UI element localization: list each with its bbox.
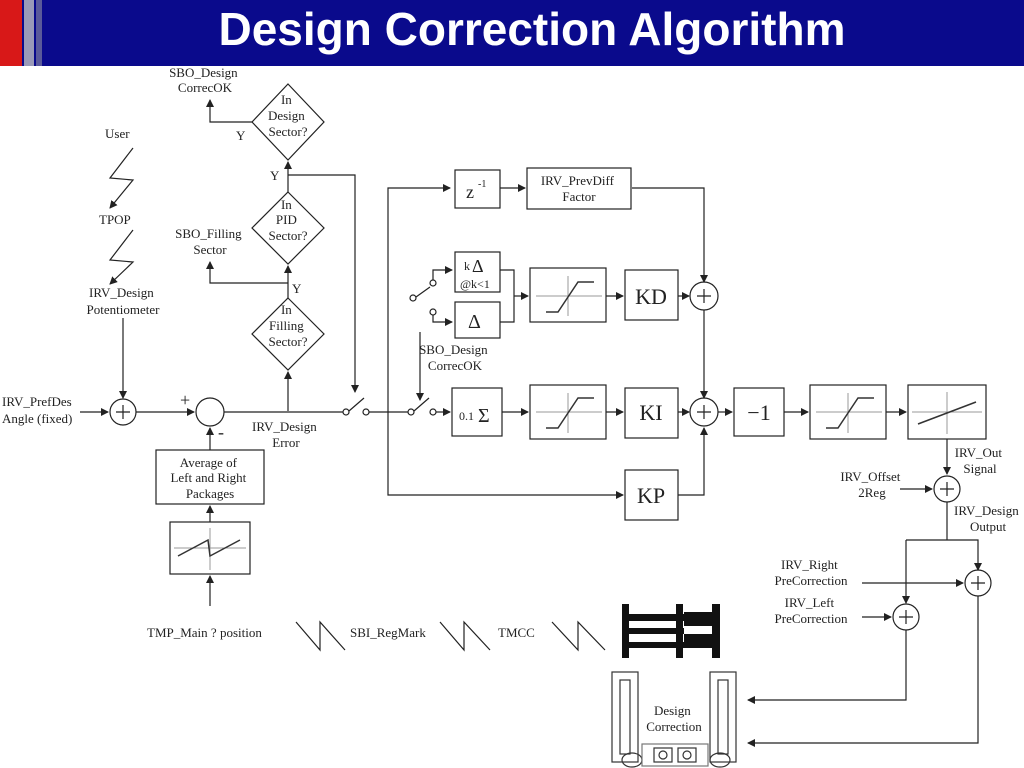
tmp-main-position-label: TMP_Main ? position <box>147 625 262 640</box>
average-packages-block <box>155 449 265 505</box>
irv-out-signal-label: IRV_Out Signal <box>955 445 1006 476</box>
title-stripe-grey <box>24 0 34 66</box>
slide-title: Design Correction Algorithm <box>218 3 846 55</box>
kdelta-block <box>454 251 501 293</box>
sum-coef-label: 0.1 <box>459 409 474 423</box>
plus-sign: + <box>180 390 190 410</box>
decision-in-filling-sector <box>251 297 325 371</box>
kd-label: KD <box>635 284 667 309</box>
neg-one-label: −1 <box>747 400 770 425</box>
delta-symbol: Δ <box>468 311 481 333</box>
machine-top-graphic <box>622 604 720 658</box>
in-design-sector-label: In Design Sector? <box>268 92 308 139</box>
minus-sign: - <box>218 422 224 442</box>
design-y-branch <box>206 99 252 123</box>
in-filling-sector-label: In Filling Sector? <box>269 302 308 349</box>
pid-y-branch <box>288 174 359 393</box>
switch-2 <box>413 397 430 412</box>
k-delta-symbol: Δ <box>472 256 484 276</box>
irv-design-potentiometer-label: IRV_Design Potentiometer <box>87 285 161 317</box>
z-inverse-block <box>454 169 501 209</box>
sigma-symbol: Σ <box>478 405 490 427</box>
sensor-signal-2 <box>439 620 491 652</box>
saturation-d <box>529 267 607 323</box>
switch-1 <box>348 397 365 412</box>
user-to-tpop-arrow <box>108 147 135 209</box>
irv-offset-2reg-label: IRV_Offset 2Reg <box>840 469 903 500</box>
irv-right-precorrection-label: IRV_Right PreCorrection <box>775 557 848 588</box>
filling-y-branch <box>206 261 288 284</box>
sensor-signal-1 <box>295 620 346 652</box>
title-stripe-dark <box>36 0 42 66</box>
machine-bottom-graphic <box>611 671 737 768</box>
user-label: User <box>105 126 130 141</box>
in-pid-sector-label: In PID Sector? <box>269 197 308 243</box>
sbo-design-correcok2-label: SBO_Design CorrecOK <box>419 342 491 373</box>
z-inverse-exponent: -1 <box>478 179 486 190</box>
design-correction-label: Design Correction <box>646 703 702 734</box>
tpop-to-potentiometer-arrow <box>108 229 135 285</box>
k-delta-prefix: k <box>464 259 470 273</box>
y-label-filling: Y <box>292 281 302 296</box>
sbo-filling-sector-label: SBO_Filling Sector <box>175 226 245 257</box>
irv-left-precorrection-label: IRV_Left PreCorrection <box>775 595 848 626</box>
decision-in-design-sector <box>251 83 325 161</box>
irv-design-error-label: IRV_Design Error <box>252 419 320 450</box>
y-label-design: Y <box>236 128 246 143</box>
block-diagram: SBO_Design CorrecOK In Design Sector? Y … <box>2 66 1022 768</box>
sbi-regmark-label: SBI_RegMark <box>350 625 426 640</box>
ki-block <box>624 387 679 439</box>
kp-label: KP <box>637 483 665 508</box>
irv-design-output-label: IRV_Design Output <box>954 503 1022 534</box>
at-k-lt-1-label: @k<1 <box>460 277 490 291</box>
kd-block <box>624 269 679 321</box>
irv-prevdiff-factor-block <box>526 167 632 210</box>
irv-prevdiff-factor-label: IRV_PrevDiff Factor <box>541 173 617 204</box>
irv-prefdes-angle-label: IRV_PrefDes Angle (fixed) <box>2 394 75 426</box>
z-inverse-label: z <box>466 182 474 202</box>
tmcc-label: TMCC <box>498 625 535 640</box>
average-packages-label: Average of Left and Right Packages <box>170 455 249 501</box>
y-label-pid: Y <box>270 168 280 183</box>
decision-in-pid-sector <box>251 191 325 265</box>
tpop-label: TPOP <box>99 212 131 227</box>
title-stripe-red <box>0 0 22 66</box>
ki-label: KI <box>639 400 662 425</box>
title-bar: Design Correction Algorithm <box>0 0 1024 66</box>
sbo-design-correcok-label: SBO_Design CorrecOK <box>169 66 241 95</box>
sensor-signal-3 <box>551 620 606 652</box>
switch-3 <box>415 286 431 298</box>
sum-plus-marks <box>116 289 985 624</box>
delta-block <box>454 301 501 339</box>
